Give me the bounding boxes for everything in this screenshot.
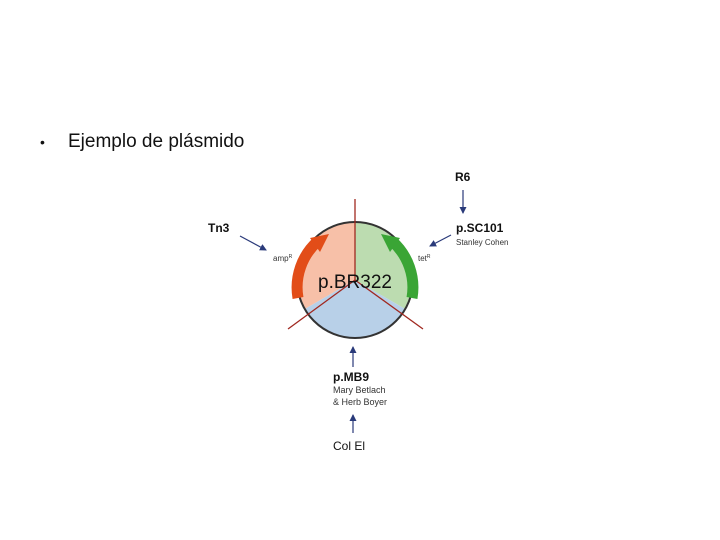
pmb9-label: p.MB9 — [333, 370, 369, 384]
tet-label: tetR — [418, 254, 431, 263]
psc101-author: Stanley Cohen — [456, 238, 508, 247]
r6-label: R6 — [455, 170, 471, 184]
plasmid-name: p.BR322 — [318, 272, 392, 293]
amp-label-sup: R — [289, 254, 293, 260]
bullet-text: Ejemplo de plásmido — [68, 131, 245, 152]
tet-gene-arrow — [388, 236, 419, 299]
bullet-line: • Ejemplo de plásmido — [40, 131, 244, 153]
pmb9-author-line2: & Herb Boyer — [333, 397, 387, 407]
tet-gene-arrowhead — [381, 234, 400, 252]
ori-sector — [304, 280, 406, 338]
tn3-pointer — [239, 235, 267, 251]
amp-gene-arrow — [291, 236, 322, 299]
tet-label-sup: R — [427, 254, 431, 260]
divider-left — [287, 279, 356, 330]
psc101-label: p.SC101 — [456, 221, 504, 235]
divider-right — [354, 279, 424, 330]
tn3-label: Tn3 — [208, 221, 230, 235]
psc101-pointer — [429, 234, 452, 247]
tet-label-text: tet — [418, 254, 428, 263]
colei-label: Col El — [333, 439, 365, 453]
amp-label: ampR — [273, 254, 293, 263]
bullet-marker: • — [40, 134, 45, 150]
pmb9-author-line1: Mary Betlach — [333, 385, 386, 395]
amp-gene-arrowhead — [310, 234, 329, 252]
amp-label-text: amp — [273, 254, 289, 263]
